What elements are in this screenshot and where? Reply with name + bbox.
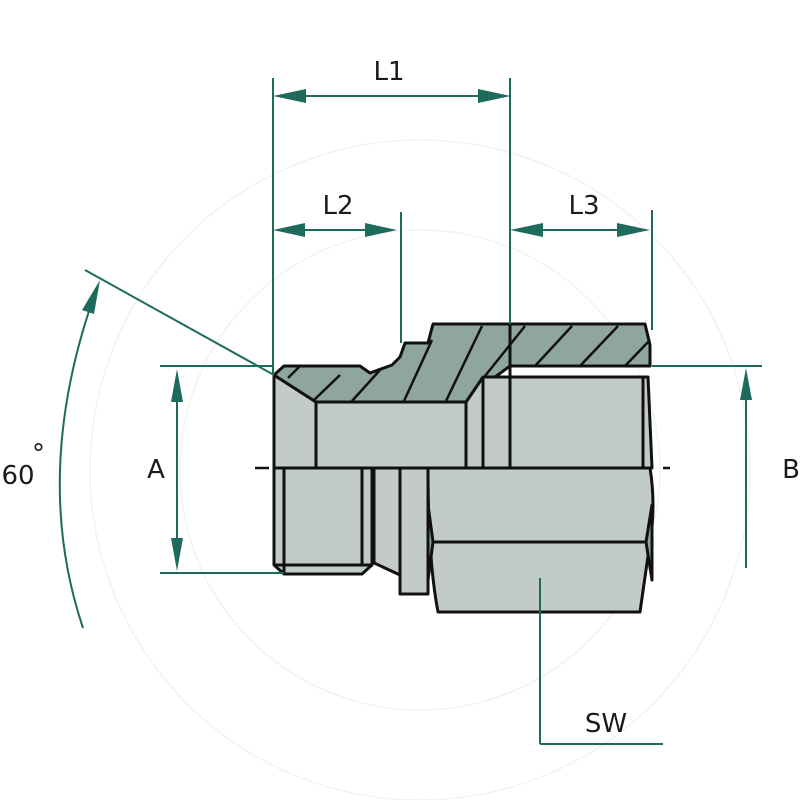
male-thread-lower <box>272 466 430 596</box>
section-upper <box>272 322 654 470</box>
dimension-L3: L3 <box>510 191 653 330</box>
label-angle: 60 <box>1 461 34 491</box>
dimension-B: B <box>652 365 800 568</box>
label-L3: L3 <box>568 191 599 221</box>
dimension-SW: SW <box>539 578 663 745</box>
label-L2: L2 <box>322 191 353 221</box>
dimension-L1: L1 <box>272 57 511 375</box>
dimension-L2: L2 <box>273 191 402 343</box>
dimension-A: A <box>147 365 284 574</box>
label-A: A <box>147 455 165 485</box>
hex-nut-body <box>426 466 655 614</box>
label-L1: L1 <box>373 57 404 87</box>
degree-symbol: ° <box>32 439 45 469</box>
background-watermark <box>89 139 751 800</box>
hatch-lines <box>287 325 651 402</box>
label-SW: SW <box>585 709 627 739</box>
label-B: B <box>782 455 800 485</box>
dimension-angle-60: 60 ° <box>1 269 275 629</box>
